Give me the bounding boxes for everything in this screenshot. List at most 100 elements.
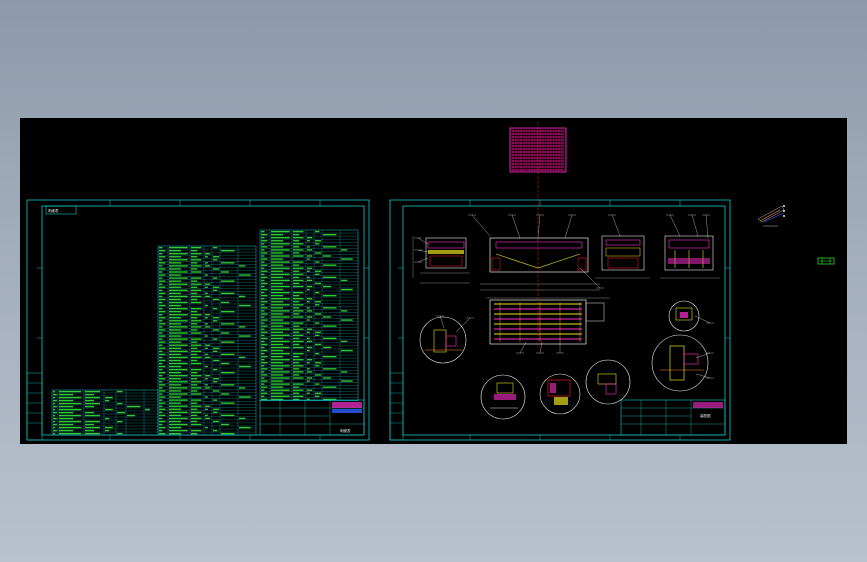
table-cell-text: [239, 426, 251, 429]
table-cell-text: [159, 362, 163, 365]
small-symbol-cluster: [757, 205, 785, 227]
small-component: [817, 257, 835, 265]
table-cell-text: [293, 267, 304, 269]
table-cell-text: [169, 307, 188, 310]
cad-canvas[interactable]: 明细表 明细表: [20, 118, 847, 444]
table-cell-text: [159, 320, 163, 322]
table-cell-text: [293, 276, 300, 279]
table-cell-text: [191, 301, 202, 304]
table-cell-text: [271, 294, 284, 297]
table-cell-text: [191, 314, 202, 316]
table-cell-text: [271, 285, 290, 288]
table-cell-text: [261, 377, 265, 379]
table-cell-text: [213, 298, 219, 301]
table-cell-text: [213, 347, 219, 349]
table-cell-text: [191, 390, 198, 392]
table-cell-text: [315, 313, 321, 315]
table-cell-text: [205, 265, 211, 267]
table-cell-text: [59, 426, 82, 429]
table-cell-text: [261, 301, 268, 303]
table-cell-text: [261, 395, 265, 397]
table-cell-text: [59, 408, 82, 411]
table-cell-text: [307, 389, 313, 391]
table-cell-text: [191, 283, 202, 285]
table-cell-text: [271, 322, 290, 324]
table-cell-text: [271, 246, 284, 248]
table-cell-text: [53, 396, 56, 399]
table-cell-text: [293, 298, 304, 300]
table-cell-text: [323, 377, 332, 379]
table-cell-text: [271, 273, 290, 275]
table-cell-text: [213, 381, 218, 383]
table-cell-text: [315, 230, 320, 233]
table-cell-text: [191, 408, 198, 410]
table-cell-text: [221, 332, 230, 334]
table-cell-text: [293, 398, 300, 401]
table-cell-text: [261, 392, 268, 394]
table-cell-text: [323, 276, 337, 279]
table-cell-text: [271, 383, 290, 385]
table-cell-text: [159, 256, 166, 258]
table-cell-text: [59, 405, 74, 408]
table-cell-text: [191, 295, 202, 298]
balloon-leader: [537, 214, 541, 239]
table-cell-text: [159, 347, 166, 349]
table-cell-text: [323, 285, 332, 288]
table-cell-text: [293, 301, 300, 303]
table-cell-text: [323, 294, 337, 297]
table-cell-text: [191, 362, 202, 365]
table-cell-text: [205, 323, 208, 325]
table-cell-text: [159, 371, 166, 374]
table-cell-text: [293, 240, 300, 242]
hatch-pattern: [512, 130, 564, 171]
right-revision-block: [389, 372, 404, 441]
table-cell-text: [59, 414, 82, 417]
table-cell-text: [159, 402, 166, 404]
table-cell-text: [239, 265, 246, 267]
table-cell-text: [205, 414, 208, 417]
parts-list-table-b: [157, 245, 257, 436]
table-cell-text: [213, 277, 218, 279]
table-cell-text: [341, 310, 348, 312]
table-cell-text: [205, 378, 208, 380]
table-cell-text: [341, 279, 348, 282]
table-cell-text: [261, 276, 268, 279]
table-cell-text: [213, 378, 219, 380]
table-cell-text: [191, 381, 202, 383]
table-cell-text: [169, 353, 182, 356]
table-cell-text: [191, 371, 198, 374]
table-cell-text: [159, 417, 163, 420]
table-cell-text: [105, 426, 113, 429]
table-cell-text: [159, 292, 166, 295]
table-cell-text: [271, 313, 284, 315]
detail-circle-6: [651, 334, 709, 392]
table-cell-text: [105, 417, 110, 420]
table-cell-text: [261, 386, 268, 388]
balloon-leader: [471, 214, 491, 237]
table-cell-text: [169, 432, 182, 435]
table-cell-text: [191, 375, 202, 377]
table-cell-text: [169, 338, 188, 340]
table-cell-text: [213, 329, 219, 331]
table-cell-text: [261, 389, 265, 391]
table-cell-text: [307, 316, 313, 318]
table-cell-text: [105, 429, 110, 432]
table-cell-text: [213, 259, 218, 261]
table-cell-text: [271, 377, 290, 379]
table-cell-text: [159, 353, 166, 356]
table-cell-text: [127, 405, 141, 408]
table-cell-text: [293, 334, 304, 336]
table-cell-text: [307, 319, 310, 321]
cad-drawing-viewport[interactable]: 明细表 明细表: [20, 118, 847, 444]
balloon-leader: [691, 214, 699, 237]
right-sheet-inner-border: [402, 205, 726, 436]
table-cell-text: [169, 289, 188, 291]
table-cell-text: [271, 252, 284, 254]
table-cell-text: [261, 343, 268, 346]
table-cell-text: [213, 268, 219, 270]
table-cell-text: [293, 261, 304, 263]
table-cell-text: [159, 262, 166, 264]
table-cell-text: [221, 432, 235, 435]
table-cell-text: [261, 252, 268, 254]
table-cell-text: [315, 252, 321, 254]
